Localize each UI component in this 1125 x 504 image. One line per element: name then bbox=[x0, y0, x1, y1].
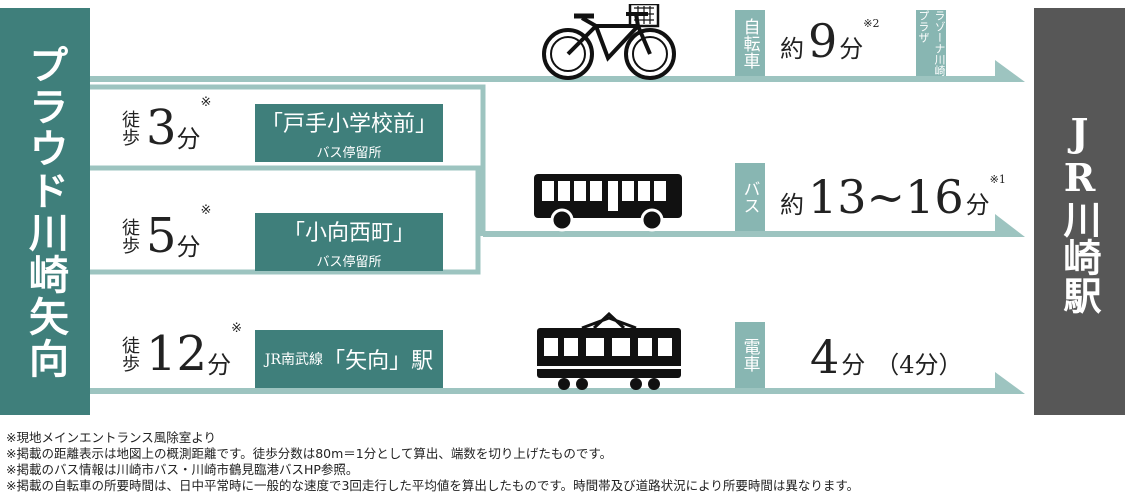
bus-stop-name: 「小向西町」 bbox=[282, 220, 415, 246]
walk-unit: 分 bbox=[176, 124, 201, 153]
bus-time-value: 13~16 bbox=[808, 170, 964, 224]
train-walk: 徒歩 12 分 ※ bbox=[118, 321, 242, 383]
bicycle-via-label: ラゾーナ川崎プラザ bbox=[916, 10, 946, 76]
train-route-arrow bbox=[995, 372, 1025, 394]
walk-unit: 分 bbox=[207, 350, 232, 379]
bus-walk-2: 徒歩 5 分 ※ bbox=[118, 203, 211, 265]
bus-time-prefix: 約 bbox=[780, 191, 804, 219]
walk-note-mark: ※ bbox=[200, 94, 212, 110]
train-icon bbox=[537, 312, 681, 390]
train-station-box: JR南武線 「矢向」駅 bbox=[255, 330, 443, 388]
bus-stop-2: 「小向西町」 バス停留所 bbox=[255, 213, 443, 271]
station-line: JR南武線 bbox=[264, 352, 324, 368]
walk-minutes: 5 bbox=[146, 208, 177, 264]
walk-minutes: 12 bbox=[146, 326, 208, 382]
bus-mode-label: バス bbox=[735, 163, 765, 231]
bus-feeder-lines bbox=[90, 84, 486, 275]
bus-stop-sub: バス停留所 bbox=[316, 254, 382, 270]
bus-icon bbox=[534, 174, 682, 232]
walk-label: 徒歩 bbox=[119, 110, 140, 146]
walk-unit: 分 bbox=[176, 232, 201, 261]
bicycle-route-line bbox=[90, 76, 1002, 82]
bicycle-mode-label: 自転車 bbox=[735, 10, 765, 76]
bus-note-mark: ※1 bbox=[989, 173, 1006, 186]
bicycle-time: 約 9 分 ※2 bbox=[780, 14, 880, 68]
footnote-4: ※掲載の自転車の所要時間は、日中平常時に一般的な速度で3回走行した平均値を算出し… bbox=[6, 478, 860, 493]
train-time-unit: 分 bbox=[841, 351, 866, 379]
bicycle-time-unit: 分 bbox=[839, 35, 864, 63]
train-route-line bbox=[90, 388, 1002, 394]
bicycle-time-value: 9 bbox=[808, 14, 838, 68]
bus-stop-name: 「戸手小学校前」 bbox=[260, 111, 437, 137]
footnote-1: ※現地メインエントランス風除室より bbox=[6, 430, 216, 445]
bus-route-line bbox=[483, 231, 1003, 237]
train-time-value: 4 bbox=[810, 330, 840, 384]
bus-stop-1: 「戸手小学校前」 バス停留所 bbox=[255, 104, 443, 162]
destination-label: JR川崎駅 bbox=[1034, 8, 1125, 415]
bicycle-note-mark: ※2 bbox=[863, 17, 880, 30]
footnote-2: ※掲載の距離表示は地図上の概測距離です。徒歩分数は80m＝1分として算出、端数を… bbox=[6, 446, 613, 461]
bus-stop-sub: バス停留所 bbox=[316, 145, 382, 161]
train-time-paren: （4分） bbox=[875, 351, 963, 379]
bicycle-icon bbox=[542, 4, 676, 80]
walk-note-mark: ※ bbox=[200, 202, 212, 218]
walk-label: 徒歩 bbox=[119, 336, 140, 372]
bus-time-unit: 分 bbox=[965, 191, 990, 219]
train-mode-label: 電車 bbox=[735, 322, 765, 388]
station-name: 「矢向」駅 bbox=[323, 349, 434, 374]
train-time: 4 分 （4分） bbox=[810, 330, 963, 384]
walk-minutes: 3 bbox=[146, 100, 177, 156]
bus-walk-1: 徒歩 3 分 ※ bbox=[118, 95, 211, 157]
bus-time: 約 13~16 分 ※1 bbox=[780, 170, 1006, 224]
origin-label: プラウド川崎矢向 bbox=[0, 8, 90, 415]
walk-note-mark: ※ bbox=[231, 320, 242, 336]
bus-route-arrow bbox=[995, 214, 1025, 237]
walk-label: 徒歩 bbox=[119, 218, 140, 254]
footnote-3: ※掲載のバス情報は川崎市バス・川崎市鶴見臨港バスHP参照。 bbox=[6, 462, 359, 477]
bicycle-time-prefix: 約 bbox=[780, 35, 804, 63]
bicycle-route-arrow bbox=[995, 60, 1025, 82]
